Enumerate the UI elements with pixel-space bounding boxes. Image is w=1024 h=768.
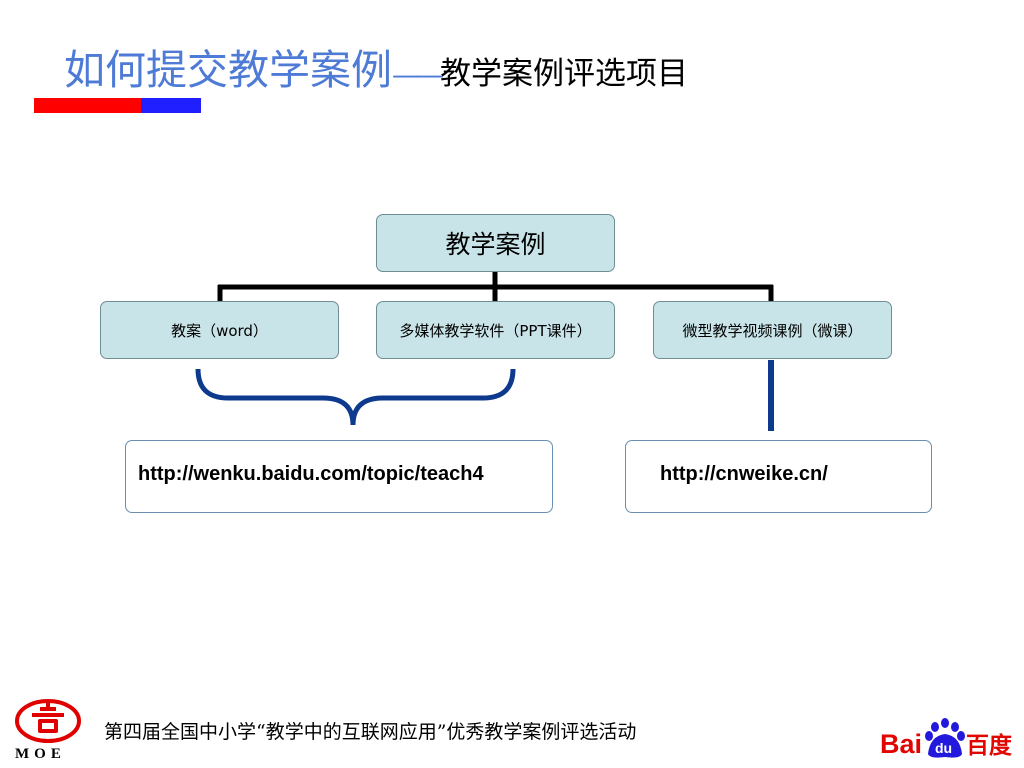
svg-text:du: du: [935, 740, 952, 756]
link-wenku[interactable]: http://wenku.baidu.com/topic/teach4: [125, 440, 553, 513]
page-title: 如何提交教学案例——教学案例评选项目: [64, 36, 688, 96]
node-teaching-case: 教学案例: [376, 214, 615, 272]
svg-text:百度: 百度: [966, 732, 1013, 759]
node-multimedia-software: 多媒体教学软件（PPT课件）: [376, 301, 615, 359]
link-cnweike[interactable]: http://cnweike.cn/: [625, 440, 932, 513]
node-lesson-plan: 教案（word）: [100, 301, 339, 359]
title-underline-red: [34, 98, 141, 113]
moe-logo-text: MOE: [15, 746, 66, 762]
brace-connector: [195, 368, 516, 426]
title-main: 如何提交教学案例: [64, 46, 392, 94]
moe-logo-icon: [15, 699, 81, 743]
baidu-logo-icon: Bai du 百度: [880, 718, 1013, 759]
title-underline-blue: [141, 98, 201, 113]
title-subtitle: 教学案例评选项目: [440, 56, 688, 92]
footer-event-title: 第四届全国中小学“教学中的互联网应用”优秀教学案例评选活动: [104, 721, 637, 743]
title-dash: ——: [392, 58, 444, 91]
svg-text:Bai: Bai: [880, 729, 922, 759]
node-micro-lesson: 微型教学视频课例（微课）: [653, 301, 892, 359]
